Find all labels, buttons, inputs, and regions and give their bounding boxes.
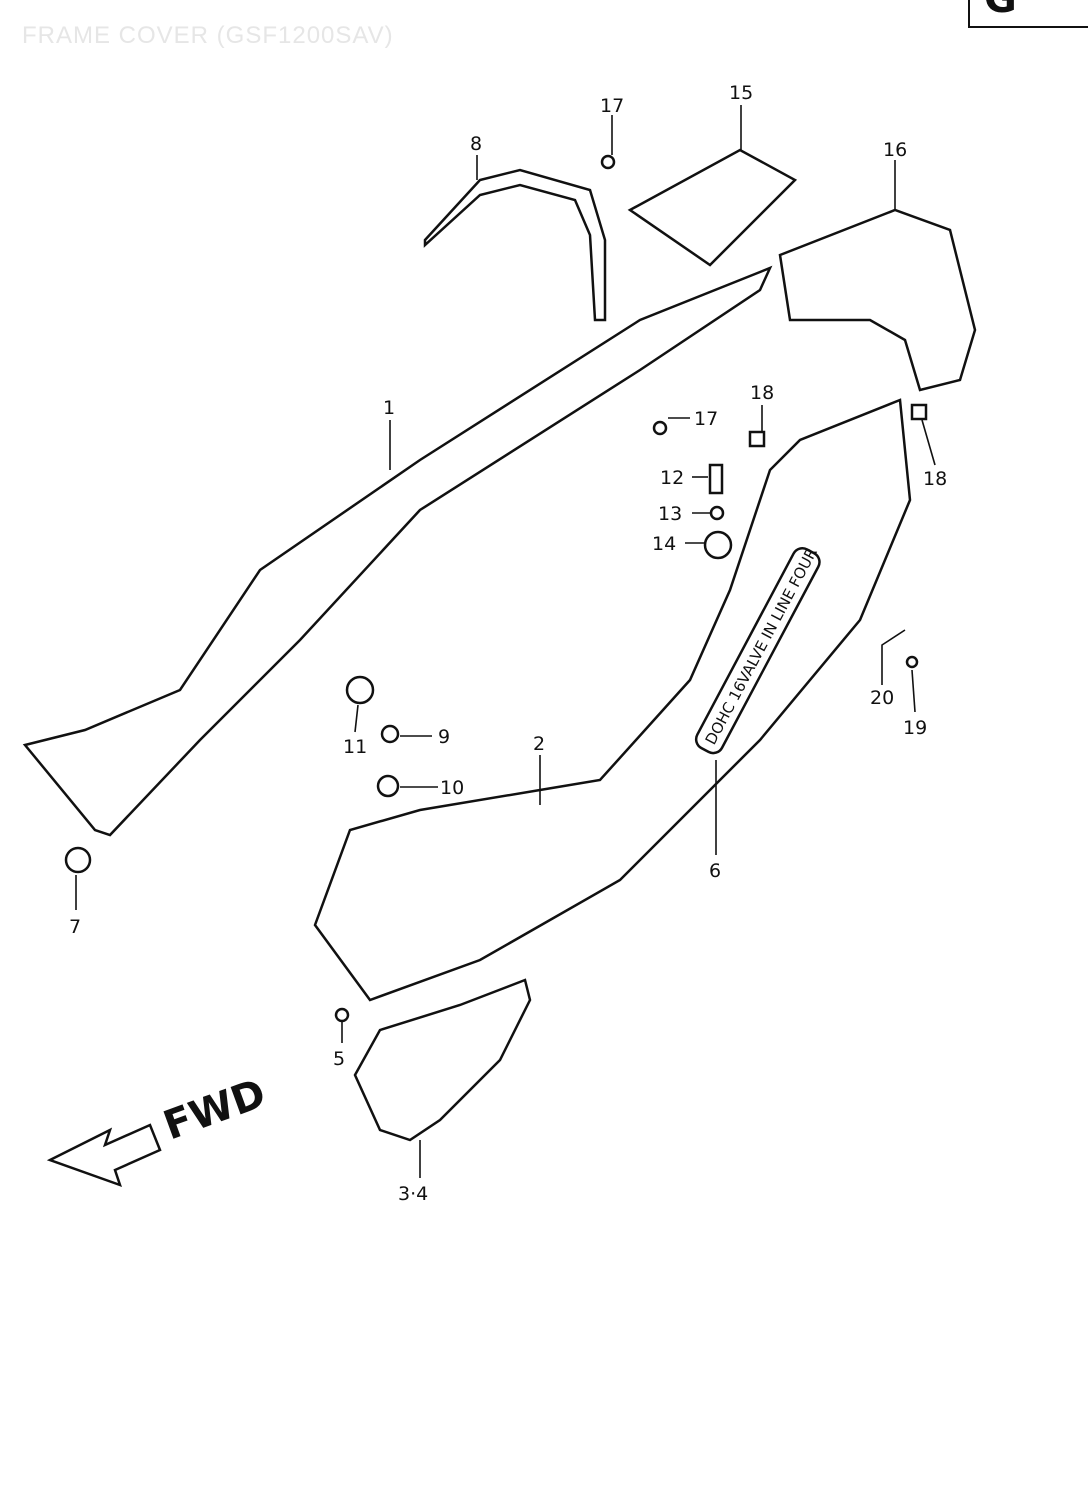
callout-19: 19 [903, 717, 927, 739]
part-12-bolt [708, 463, 724, 495]
callout-2: 2 [533, 733, 545, 755]
part-3-4-side-panel [353, 978, 532, 1142]
callout-12: 12 [660, 467, 684, 489]
callout-8: 8 [470, 133, 482, 155]
callout-14: 14 [652, 533, 676, 555]
part-16-tail-cover [778, 208, 977, 392]
part-5-screw [334, 1007, 350, 1023]
part-18-nut-b [910, 403, 928, 421]
part-8-trim [423, 168, 607, 322]
part-7-grommet [64, 846, 92, 874]
part-1-frame-cover [22, 265, 773, 837]
callout-lines [75, 105, 936, 1178]
diagram-title: FRAME COVER (GSF1200SAV) [22, 22, 394, 49]
callout-13: 13 [658, 503, 682, 525]
callout-5: 5 [333, 1048, 345, 1070]
fwd-arrow [46, 1123, 162, 1188]
callout-6: 6 [709, 860, 721, 882]
part-10-nut [376, 774, 400, 798]
callout-18b: 18 [923, 468, 947, 490]
part-13-washer [709, 505, 725, 521]
callout-18a: 18 [750, 382, 774, 404]
callout-17b: 17 [694, 408, 718, 430]
callout-20: 20 [870, 687, 894, 709]
part-18-nut [748, 430, 766, 448]
part-17-screw [600, 154, 616, 170]
callout-1: 1 [383, 397, 395, 419]
callout-9: 9 [438, 726, 450, 748]
part-17-screw-b [652, 420, 668, 436]
callout-15: 15 [729, 82, 753, 104]
fwd-label: FWD [158, 1070, 272, 1149]
callout-3-4: 3·4 [398, 1183, 428, 1205]
part-11-grommet [345, 675, 375, 705]
callout-11: 11 [343, 736, 367, 758]
part-2-side-cover [313, 398, 912, 1002]
part-9-screw [380, 724, 400, 744]
part-14-cushion [703, 530, 733, 560]
callout-16: 16 [883, 139, 907, 161]
section-mark: G [968, 0, 1088, 28]
part-15-cover [627, 148, 798, 267]
part-19-screw [905, 655, 919, 669]
callout-7: 7 [69, 916, 81, 938]
callout-10: 10 [440, 777, 464, 799]
callout-17a: 17 [600, 95, 624, 117]
